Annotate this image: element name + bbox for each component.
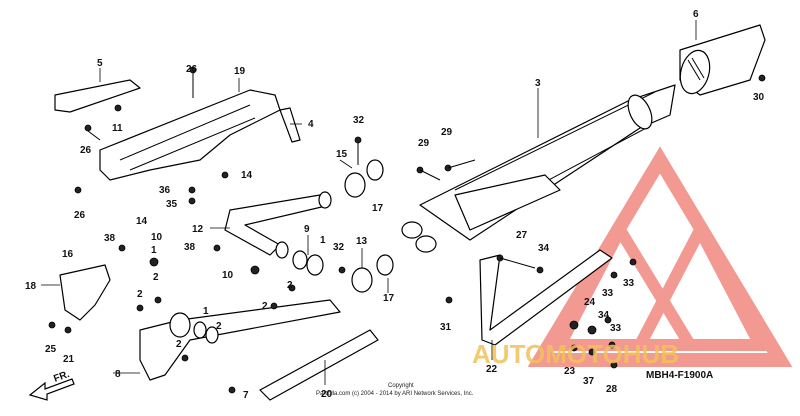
- heat-shield-left-part: [59, 264, 111, 321]
- watermark-triangle-outer: [527, 146, 793, 367]
- callout-8: 8: [115, 369, 121, 380]
- callout-1b: 1: [320, 235, 326, 246]
- callout-33c: 33: [610, 323, 622, 334]
- copyright-line2: Partzilla.com (c) 2004 - 2014 by ARI Net…: [316, 391, 474, 397]
- callout-2b: 2: [137, 289, 143, 300]
- muffler-part: [401, 84, 676, 253]
- leader-lines: [41, 20, 697, 385]
- gaskets: [193, 159, 394, 344]
- callout-1a: 1: [151, 245, 157, 256]
- callout-18: 18: [25, 281, 37, 292]
- callout-27: 27: [516, 230, 528, 241]
- callout-32a: 32: [353, 115, 365, 126]
- callout-6: 6: [693, 9, 699, 20]
- end-cap-part: [679, 24, 766, 96]
- watermark-logo: [527, 146, 793, 367]
- fasteners: [48, 66, 766, 394]
- callout-21: 21: [63, 354, 75, 365]
- callout-38b: 38: [184, 242, 196, 253]
- callout-24: 24: [584, 297, 596, 308]
- callout-15: 15: [336, 149, 348, 160]
- callout-12: 12: [192, 224, 204, 235]
- heat-shield-upper-part: [99, 89, 281, 181]
- copyright-line1: Copyright: [388, 383, 414, 389]
- bracket-4-part: [279, 107, 301, 143]
- callout-11: 11: [112, 123, 123, 134]
- callout-33b: 33: [602, 288, 614, 299]
- callout-2c: 2: [287, 280, 293, 291]
- heat-shield-long-part: [259, 329, 379, 401]
- callout-17a: 17: [372, 203, 384, 214]
- callout-1c: 1: [203, 306, 209, 317]
- direction-label: FR.: [52, 369, 71, 385]
- watermark-triangle-right: [630, 217, 770, 351]
- callout-14b: 14: [136, 216, 148, 227]
- muffler-stay-part: [479, 249, 613, 346]
- front-direction-arrow: FR.: [28, 369, 75, 401]
- callout-35: 35: [166, 199, 178, 210]
- callout-26c: 26: [74, 210, 86, 221]
- callout-26b: 26: [80, 145, 92, 156]
- callout-32b: 32: [333, 242, 345, 253]
- callout-2d: 2: [262, 301, 268, 312]
- heat-shield-small-part: [54, 79, 141, 113]
- exhaust-pipe-upper-part: [224, 191, 332, 256]
- callout-2a: 2: [153, 272, 159, 283]
- callout-33a: 33: [623, 278, 635, 289]
- callout-16: 16: [62, 249, 74, 260]
- callout-13: 13: [356, 236, 368, 247]
- callout-4: 4: [308, 119, 314, 130]
- watermark-brand-text: AUTOMOTOHUB: [472, 339, 679, 369]
- callout-2f: 2: [176, 339, 182, 350]
- callout-22: 22: [486, 364, 498, 375]
- callout-29b: 29: [418, 138, 430, 149]
- callout-20: 20: [321, 389, 333, 400]
- callout-labels: 3 6 5 26 19 11 4 26 26 32 15 29 29 17 14…: [25, 9, 765, 401]
- callout-17b: 17: [383, 293, 395, 304]
- callout-37: 37: [583, 376, 595, 387]
- callout-2e: 2: [216, 321, 222, 332]
- callout-14a: 14: [241, 170, 253, 181]
- exhaust-pipe-lower-part: [139, 299, 341, 381]
- callout-25: 25: [45, 344, 57, 355]
- callout-34b: 34: [598, 310, 610, 321]
- callout-9: 9: [304, 224, 310, 235]
- callout-29a: 29: [441, 127, 453, 138]
- callout-38a: 38: [104, 233, 116, 244]
- watermark-triangle-left: [550, 217, 701, 351]
- callout-30: 30: [753, 92, 765, 103]
- callout-36: 36: [159, 185, 171, 196]
- callout-23: 23: [564, 366, 576, 377]
- callout-5: 5: [97, 58, 103, 69]
- callout-10b: 10: [222, 270, 234, 281]
- callout-3: 3: [535, 78, 541, 89]
- callout-31: 31: [440, 322, 452, 333]
- diagram-code: MBH4-F1900A: [646, 370, 713, 381]
- callout-10a: 10: [151, 232, 163, 243]
- callout-28: 28: [606, 384, 618, 395]
- callout-26a: 26: [186, 64, 198, 75]
- callout-7: 7: [243, 390, 249, 401]
- callout-19: 19: [234, 66, 246, 77]
- callout-34a: 34: [538, 243, 550, 254]
